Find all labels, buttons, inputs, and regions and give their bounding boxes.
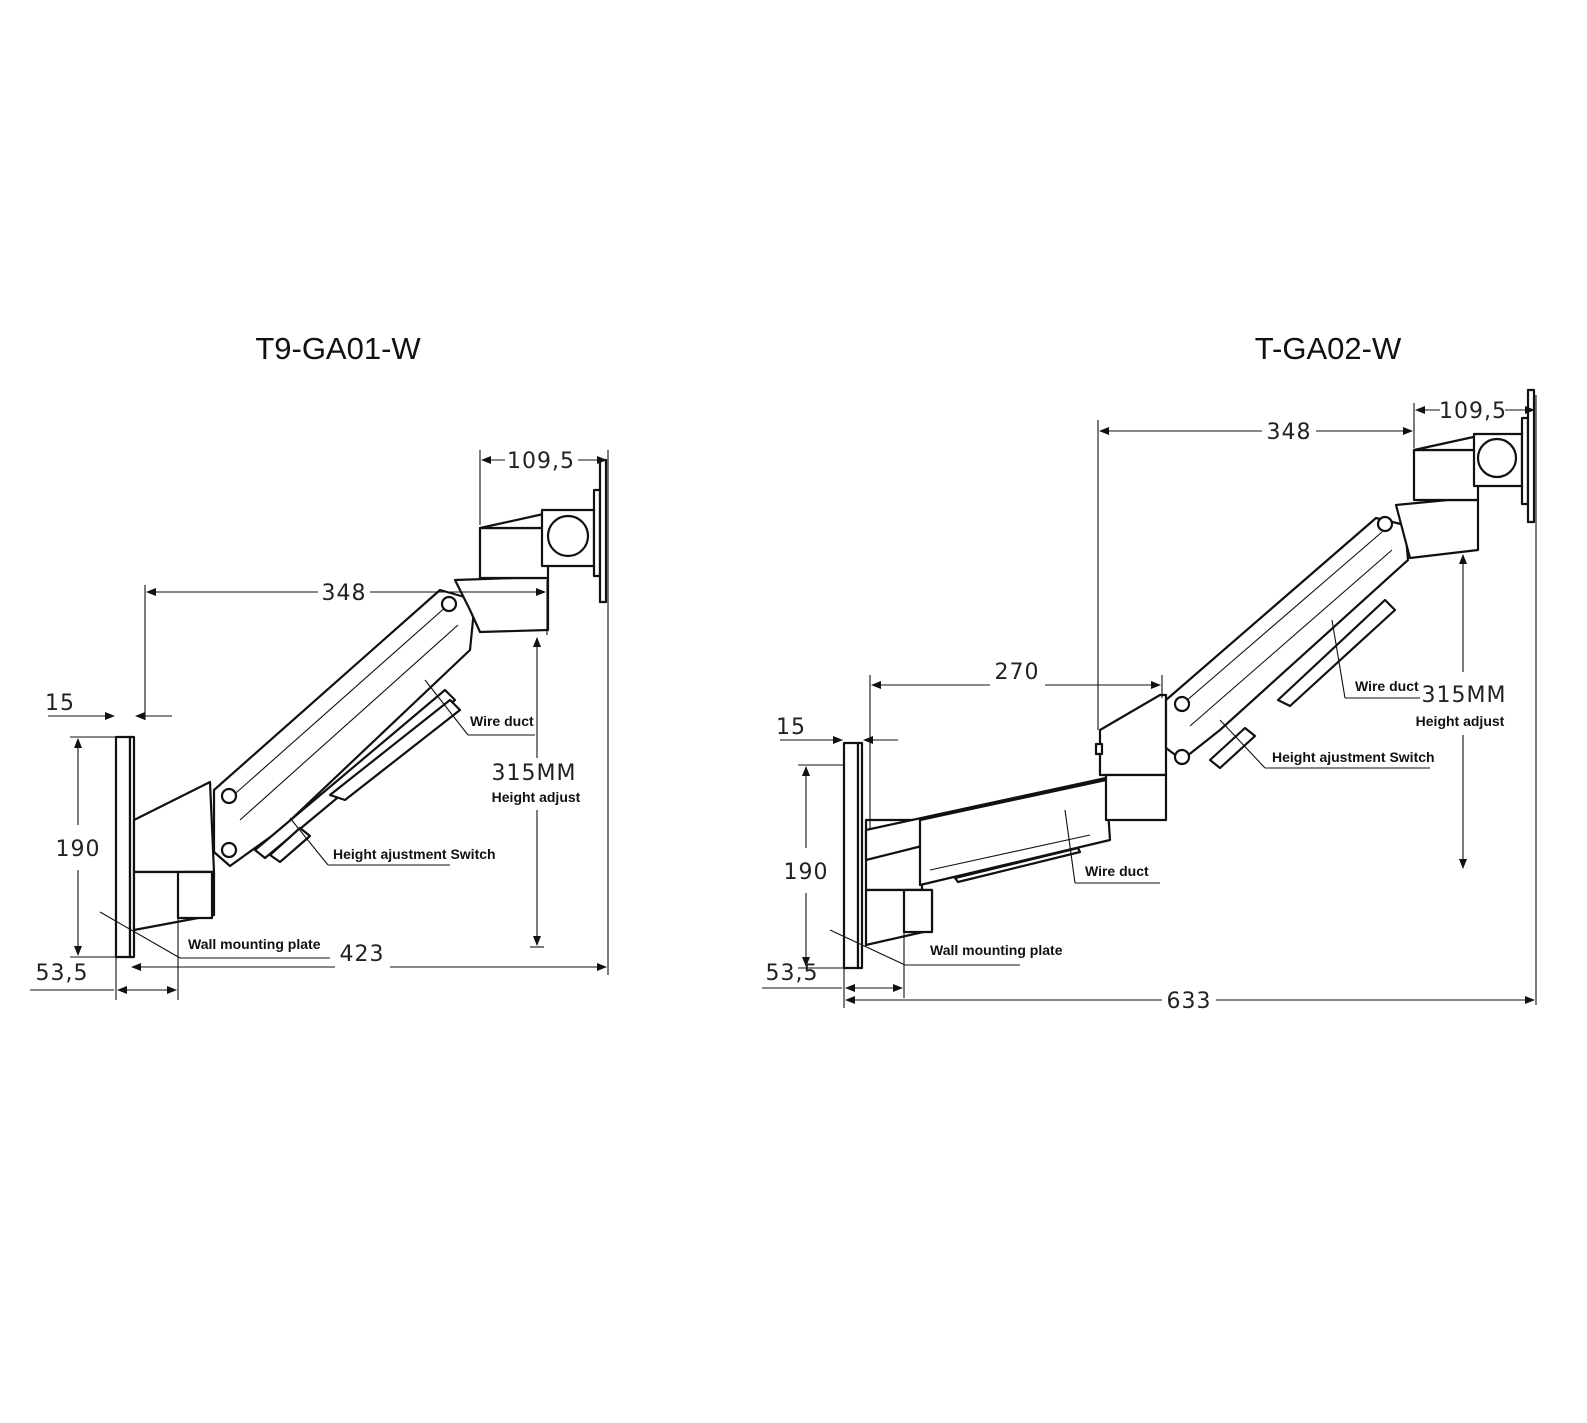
right-switch: [1208, 726, 1257, 770]
left-callouts: Wire duct Height ajustment Switch Wall m…: [99, 679, 535, 959]
right-lower-pivot: [1173, 748, 1191, 766]
left-wall-bracket: [132, 780, 216, 932]
left-dim-height: 315MM: [492, 761, 577, 786]
left-head: [453, 458, 608, 634]
right-dimensions: 109,5 348 270 15 190: [762, 395, 1537, 1014]
right-dim-total: 633: [1167, 989, 1212, 1014]
right-head: [1394, 388, 1536, 560]
left-dim-total: 423: [340, 942, 385, 967]
left-top-pivot: [440, 595, 458, 613]
right-top-pivot: [1376, 515, 1394, 533]
right-drawing: T-GA02-W: [762, 331, 1537, 1014]
right-label-wire-duct-lower: Wire duct: [1085, 863, 1149, 879]
right-vesa-plate: [1526, 388, 1536, 524]
right-title: T-GA02-W: [1255, 331, 1402, 366]
right-dim-height: 315MM: [1422, 683, 1507, 708]
right-label-switch: Height ajustment Switch: [1272, 749, 1435, 765]
left-title: T9-GA01-W: [255, 331, 421, 366]
left-arm: [212, 588, 477, 868]
left-vesa-plate: [598, 458, 608, 604]
left-wall-plate: [114, 735, 136, 959]
right-tilt-knob: [1476, 437, 1518, 479]
right-label-wire-duct-upper: Wire duct: [1355, 678, 1419, 694]
right-upper-pivot: [1173, 695, 1191, 713]
right-dim-reach: 348: [1267, 420, 1312, 445]
right-dim-wall-gap: 15: [776, 715, 806, 740]
right-upper-arm: [1164, 515, 1410, 770]
left-dim-wall-gap: 15: [45, 691, 75, 716]
left-label-height-adjust: Height adjust: [492, 789, 581, 805]
right-dim-base-depth: 53,5: [766, 961, 819, 986]
left-lower-pivot: [220, 841, 238, 859]
left-dim-reach: 348: [322, 581, 367, 606]
left-label-plate: Wall mounting plate: [188, 936, 321, 952]
left-dim-plate-height: 190: [56, 837, 101, 862]
left-dim-base-depth: 53,5: [36, 961, 89, 986]
right-dim-lower-arm: 270: [995, 660, 1040, 685]
left-label-wire-duct: Wire duct: [470, 713, 534, 729]
right-label-plate: Wall mounting plate: [930, 942, 1063, 958]
left-drawing: T9-GA01-W: [30, 331, 609, 1000]
right-dim-head-offset: 109,5: [1439, 399, 1507, 424]
right-elbow: [1094, 693, 1168, 822]
left-label-switch: Height ajustment Switch: [333, 846, 496, 862]
right-label-height-adjust: Height adjust: [1416, 713, 1505, 729]
right-callouts: Wire duct Height ajustment Switch Wire d…: [829, 619, 1435, 966]
right-dim-plate-height: 190: [784, 860, 829, 885]
left-dim-head-offset: 109,5: [507, 449, 575, 474]
right-wall-plate: [842, 741, 864, 970]
right-lower-arm: [864, 776, 1114, 887]
left-tilt-knob: [546, 514, 590, 558]
left-upper-pivot: [220, 787, 238, 805]
left-switch: [268, 826, 312, 864]
right-wall-bracket: [864, 818, 934, 947]
left-dimensions: 109,5 348 15 190 53,5 4: [30, 449, 609, 1000]
